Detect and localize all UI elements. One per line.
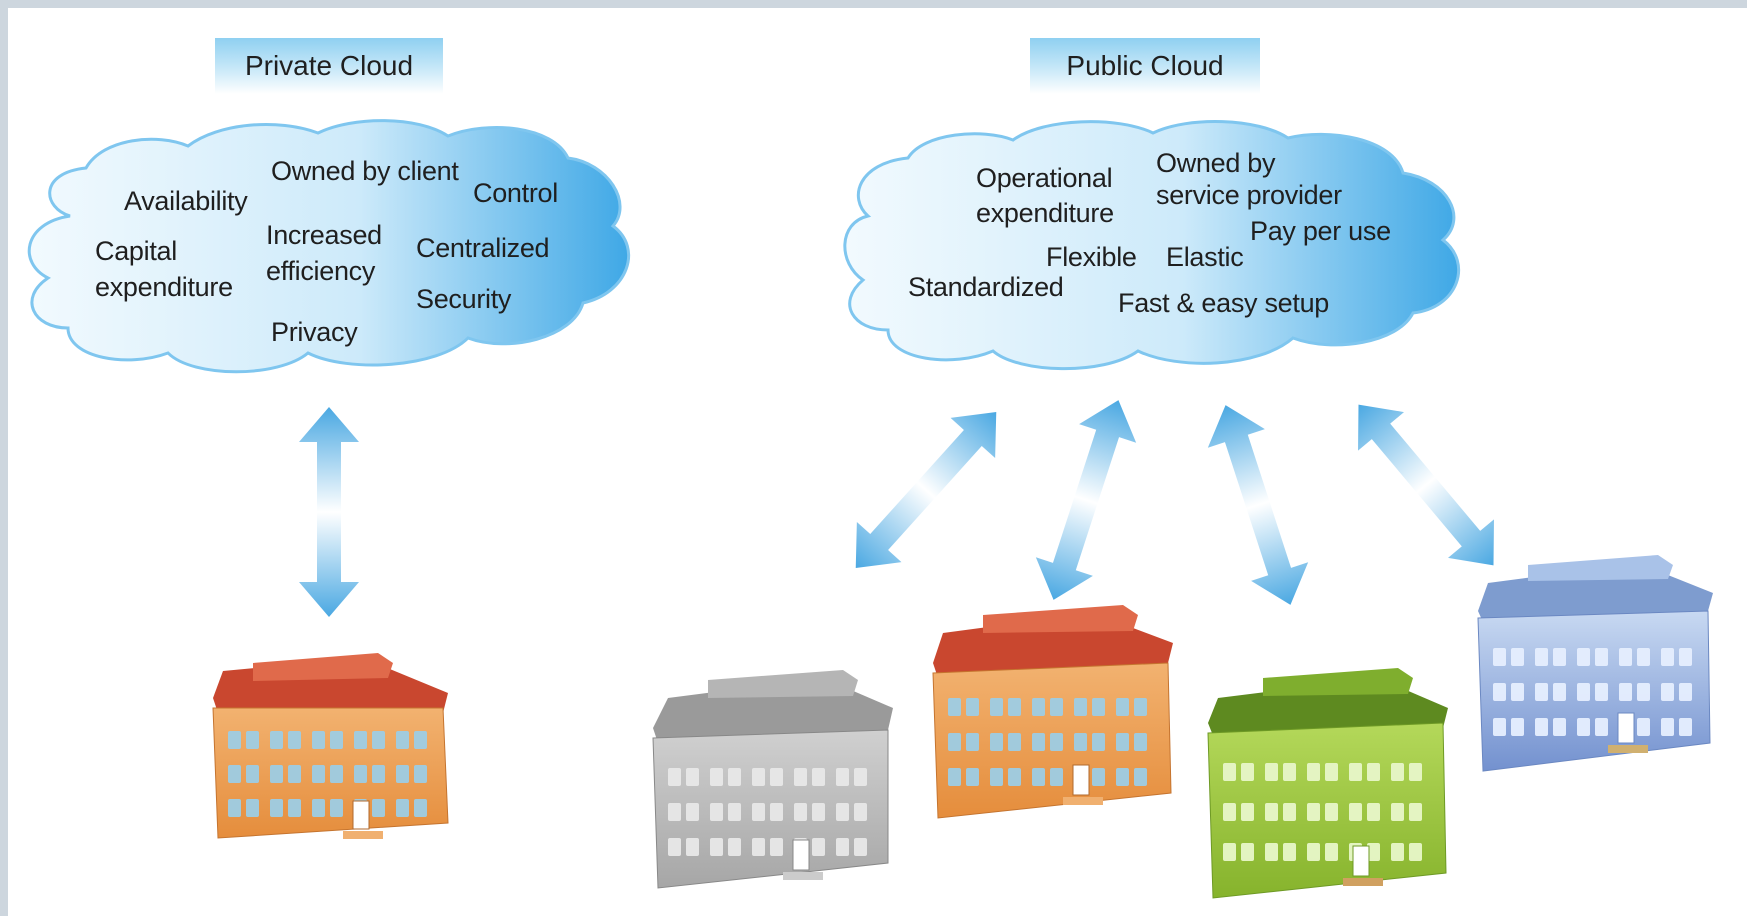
label-flexible: Flexible [1046,242,1137,272]
label-availability: Availability [124,186,248,216]
label-owned-by: Owned by [1156,148,1276,178]
private-cloud-title-text: Private Cloud [244,50,414,81]
label-capital-expenditure: expenditure [95,272,233,302]
private-building [212,653,449,839]
private-connection-arrow [299,407,359,617]
public-connection-arrow-4 [1335,385,1517,585]
diagram-graphics [27,119,1713,899]
private-cloud-shape [27,119,631,374]
public-connection-arrow-1 [833,391,1019,589]
label-service-provider: service provider [1156,180,1342,210]
public-connection-arrow-3 [1197,395,1319,615]
label-centralized: Centralized [416,233,550,263]
public-building-orange [932,605,1173,819]
label-efficiency: efficiency [266,256,376,286]
label-standardized: Standardized [908,272,1064,302]
label-operational-expenditure: expenditure [976,198,1114,228]
label-operational: Operational [976,163,1113,193]
label-elastic: Elastic [1166,242,1244,272]
public-cloud-title-text: Public Cloud [1066,50,1224,81]
label-fast-easy-setup: Fast & easy setup [1118,288,1330,318]
public-building-green [1207,668,1448,899]
public-cloud-shape [843,120,1461,371]
label-control: Control [473,178,558,208]
label-capital: Capital [95,236,177,266]
public-cloud-title: Public Cloud [1030,38,1260,94]
private-cloud-title: Private Cloud [215,38,443,94]
public-building-blue [1477,555,1713,772]
label-privacy: Privacy [271,317,358,347]
label-increased: Increased [266,220,382,250]
label-pay-per-use: Pay per use [1250,216,1391,246]
public-connection-arrow-2 [1025,390,1147,610]
label-security: Security [416,284,512,314]
label-owned-by-client: Owned by client [271,156,459,186]
public-building-gray [652,670,893,889]
cloud-comparison-diagram: Private Cloud Public Cloud Owned by clie… [8,8,1747,916]
